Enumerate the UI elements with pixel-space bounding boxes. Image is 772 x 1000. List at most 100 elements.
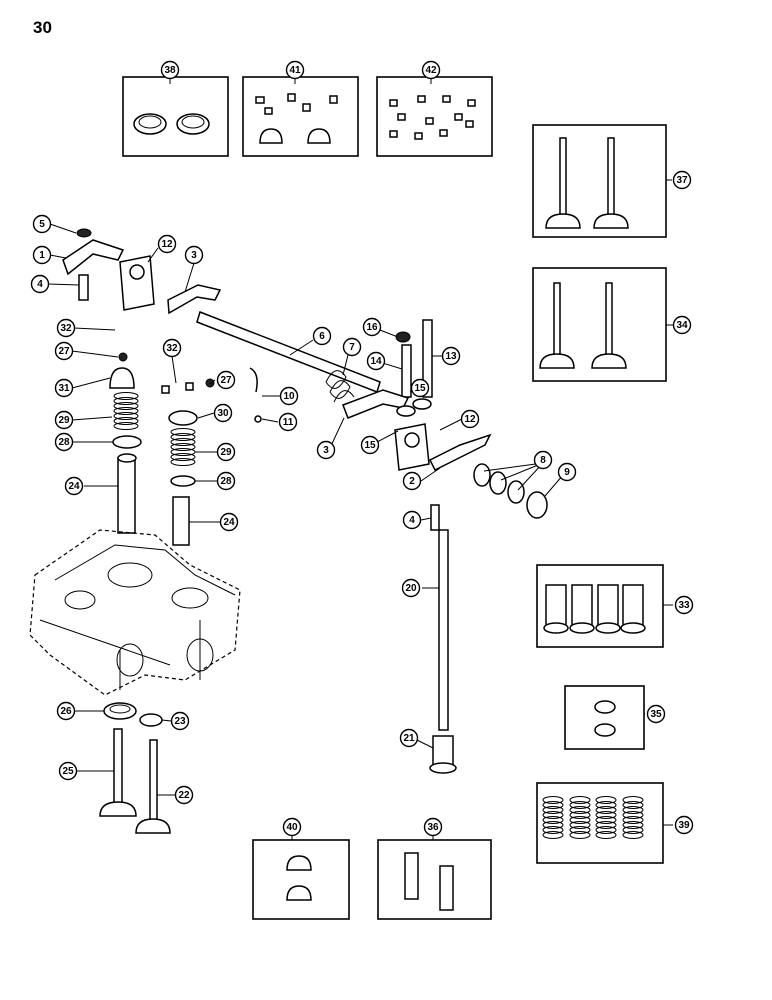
callout-24: 24 [219,512,239,532]
callout-label: 41 [289,65,301,76]
callout-23: 23 [170,711,190,731]
spring-coil [113,397,139,405]
callout-34: 34 [672,315,692,335]
callout-circle [174,785,194,805]
kit-box-38 [122,76,229,157]
spring-coil [595,801,617,809]
callout-label: 38 [164,65,176,76]
callout-label: 9 [564,467,570,478]
callout-circle [32,245,52,265]
callout-label: 12 [161,239,173,250]
callout-circle [216,442,236,462]
spring-coil [622,816,644,824]
callout-22: 22 [174,785,194,805]
callout-circle [58,761,78,781]
callout-label: 39 [678,820,690,831]
callout-label: 33 [678,600,690,611]
valve-spring-stack-middle [161,367,262,546]
callout-label: 6 [319,331,325,342]
callout-label: 32 [166,343,178,354]
callout-label: 2 [409,476,415,487]
kit-box-37 [532,124,667,238]
spring-coil [170,433,196,441]
callout-circle [402,471,422,491]
spring-coil [542,826,564,834]
callout-label: 32 [60,323,72,334]
spring-coil [622,821,644,829]
kit-box-39 [536,782,664,864]
page-number: 30 [33,18,52,37]
callout-label: 34 [676,320,688,331]
callout-label: 24 [223,517,235,528]
kit-box-33 [536,564,664,648]
callout-circle [54,410,74,430]
spring-coil [622,796,644,804]
callout-circle [162,338,182,358]
callout-circle [56,701,76,721]
callout-24: 24 [64,476,84,496]
callout-label: 7 [349,342,355,353]
callout-15: 15 [360,435,380,455]
callout-label: 36 [427,822,439,833]
callout-circle [401,578,421,598]
spring-coil [542,831,564,839]
callout-label: 21 [403,733,415,744]
callout-14: 14 [366,351,386,371]
callout-33: 33 [674,595,694,615]
callout-label: 35 [650,709,662,720]
callout-27: 27 [54,341,74,361]
callout-circle [366,351,386,371]
callout-1: 1 [32,245,52,265]
callout-circle [423,817,443,837]
callout-circle [674,815,694,835]
callout-31: 31 [54,378,74,398]
callout-label: 27 [58,346,70,357]
spring-coil [542,816,564,824]
callout-36: 36 [423,817,443,837]
callout-label: 3 [191,250,197,261]
callout-12: 12 [157,234,177,254]
callout-9: 9 [557,462,577,482]
callout-32: 32 [162,338,182,358]
callout-13: 13 [441,346,461,366]
spring-coil [569,811,591,819]
callout-circle [278,412,298,432]
callout-11: 11 [278,412,298,432]
spring-coil [170,428,196,436]
kit-box-35 [564,685,645,750]
callout-label: 42 [425,65,437,76]
callout-label: 20 [405,583,417,594]
callout-circle [410,378,430,398]
callout-label: 14 [370,356,382,367]
callout-circle [184,245,204,265]
rocker-assembly-right [342,319,548,774]
spring-coil [595,806,617,814]
callout-circle [646,704,666,724]
callout-label: 40 [286,822,298,833]
callout-3: 3 [184,245,204,265]
callout-38: 38 [160,60,180,80]
callout-39: 39 [674,815,694,835]
spring-coil [542,821,564,829]
spring-coil [569,796,591,804]
spring-coil [542,806,564,814]
callout-label: 24 [68,481,80,492]
callout-circle [674,595,694,615]
callout-7: 7 [342,337,362,357]
callout-label: 37 [676,175,688,186]
callout-25: 25 [58,761,78,781]
callout-label: 29 [220,447,232,458]
kit-box-42 [376,76,493,157]
callout-label: 1 [39,250,45,261]
callout-20: 20 [401,578,421,598]
spring-coil [569,826,591,834]
callout-label: 26 [60,706,72,717]
callout-circle [282,817,302,837]
callout-29: 29 [216,442,236,462]
spring-coil [622,806,644,814]
callout-circle [54,378,74,398]
callout-circle [421,60,441,80]
callout-circle [54,341,74,361]
callout-label: 15 [414,383,426,394]
